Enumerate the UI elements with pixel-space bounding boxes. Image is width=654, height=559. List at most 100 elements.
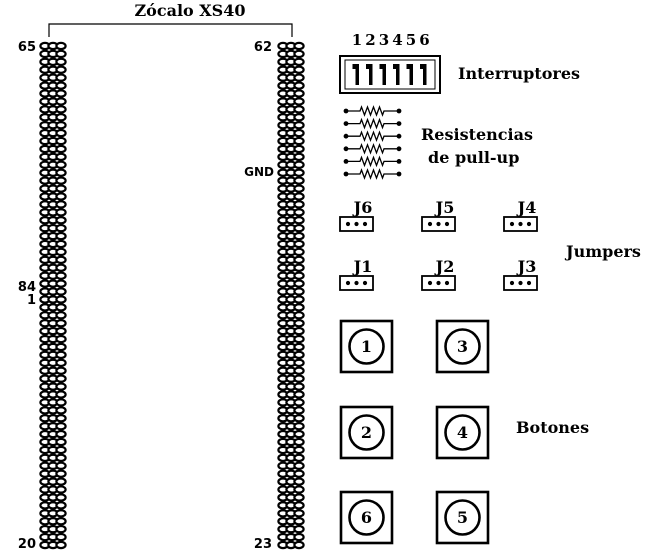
- socket-pin-row: [277, 168, 305, 177]
- socket-pin-row: [39, 144, 67, 154]
- socket-pin-row: [277, 493, 305, 502]
- socket-pin-row: [39, 366, 67, 375]
- socket-pin-row: [277, 501, 305, 510]
- socket-left-pin-column: [39, 41, 67, 550]
- socket-pin-row: [39, 445, 67, 455]
- socket-pin-row: [277, 303, 305, 312]
- socket-pin-row: [277, 136, 305, 146]
- socket-pin-row: [277, 414, 305, 423]
- socket-pin-row: [39, 485, 67, 494]
- socket-right-pin-column: [277, 41, 305, 550]
- socket-pin-row: [277, 73, 305, 82]
- socket-pin-row: [39, 192, 67, 201]
- switch-number: 2: [365, 31, 375, 49]
- socket-pin-row: [39, 350, 67, 360]
- jumper-j6: J6: [339, 198, 374, 232]
- socket-title-bracket: [48, 23, 293, 37]
- push-button-5: 5: [435, 490, 490, 545]
- socket-pin-row: [39, 208, 67, 217]
- socket-pin-row: [39, 105, 67, 114]
- socket-pin-row: [39, 49, 67, 59]
- socket-pin-row: [277, 128, 305, 138]
- pin-label-65: 65: [18, 40, 36, 55]
- jumpers-label: Jumpers: [564, 242, 641, 261]
- socket-pin-row: [277, 406, 305, 415]
- socket-pin-row: [277, 421, 305, 431]
- socket-pin-row: [39, 231, 67, 241]
- socket-pin-row: [277, 81, 305, 90]
- socket-pin-row: [39, 532, 67, 542]
- socket-pin-row: [39, 326, 67, 336]
- socket-pin-row: [39, 81, 67, 90]
- socket-pin-row: [39, 271, 67, 280]
- pin-label-84: 84: [18, 280, 36, 295]
- socket-pin-row: [277, 239, 305, 249]
- socket-pin-row: [277, 113, 305, 122]
- socket-pin-row: [277, 532, 305, 542]
- socket-pin-row: [39, 287, 67, 296]
- switch-lever: [393, 64, 400, 85]
- socket-pin-row: [277, 366, 305, 375]
- socket-pin-row: [277, 382, 305, 391]
- socket-pin-row: [39, 121, 67, 130]
- socket-pin-row: [39, 461, 67, 470]
- socket-pin-row: [39, 334, 67, 344]
- socket-pin-row: [277, 453, 305, 463]
- socket-pin-row: [39, 509, 67, 518]
- dip-switch-block: [339, 55, 441, 94]
- socket-pin-row: [277, 485, 305, 494]
- socket-pin-row: [277, 374, 305, 383]
- socket-pin-row: [277, 390, 305, 399]
- pin-label-62: 62: [254, 40, 272, 55]
- socket-pin-row: [277, 342, 305, 352]
- socket-pin-row: [277, 231, 305, 241]
- socket-pin-row: [277, 429, 305, 439]
- pull-up-resistor: [343, 105, 402, 117]
- socket-pin-row: [39, 168, 67, 177]
- pull-up-resistor: [343, 130, 402, 143]
- socket-pin-row: [277, 57, 305, 67]
- button-number: 1: [361, 337, 372, 356]
- pull-up-resistor: [343, 142, 402, 155]
- socket-pin-row: [39, 136, 67, 146]
- jumper-label: J3: [516, 257, 537, 276]
- socket-pin-row: [39, 279, 67, 288]
- resistors-label-line2: de pull-up: [428, 148, 519, 167]
- socket-pin-row: [277, 200, 305, 209]
- resistors-label-line1: Resistencias: [421, 125, 533, 144]
- socket-pin-row: [39, 113, 67, 122]
- socket-pin-row: [277, 445, 305, 455]
- push-button-4: 4: [435, 405, 490, 460]
- jumper-label: J5: [434, 198, 455, 217]
- socket-pin-row: [39, 390, 67, 399]
- socket-pin-row: [39, 429, 67, 439]
- switches-label: Interruptores: [458, 64, 580, 83]
- socket-pin-row: [39, 517, 67, 526]
- socket-pin-row: [277, 184, 305, 193]
- socket-pin-row: [277, 263, 305, 272]
- button-number: 5: [457, 508, 468, 527]
- socket-pin-row: [277, 477, 305, 486]
- socket-pin-row: [39, 319, 67, 328]
- socket-pin-row: [277, 216, 305, 225]
- jumper-j5: J5: [421, 198, 456, 232]
- socket-pin-row: [39, 65, 67, 74]
- socket-pin-row: [39, 41, 67, 51]
- button-number: 2: [361, 423, 372, 442]
- switch-lever: [352, 64, 359, 85]
- socket-pin-row: [39, 374, 67, 383]
- socket-pin-row: [277, 97, 305, 106]
- pin-label-20: 20: [18, 537, 36, 552]
- socket-pin-row: [277, 121, 305, 130]
- switch-lever: [420, 64, 427, 85]
- jumper-label: J1: [352, 257, 373, 276]
- pull-up-resistor: [343, 117, 402, 130]
- socket-pin-row: [277, 41, 305, 51]
- socket-pin-row: [39, 406, 67, 415]
- socket-pin-row: [39, 152, 67, 162]
- socket-pin-row: [39, 453, 67, 463]
- push-button-1: 1: [339, 319, 394, 374]
- socket-pin-row: [277, 89, 305, 98]
